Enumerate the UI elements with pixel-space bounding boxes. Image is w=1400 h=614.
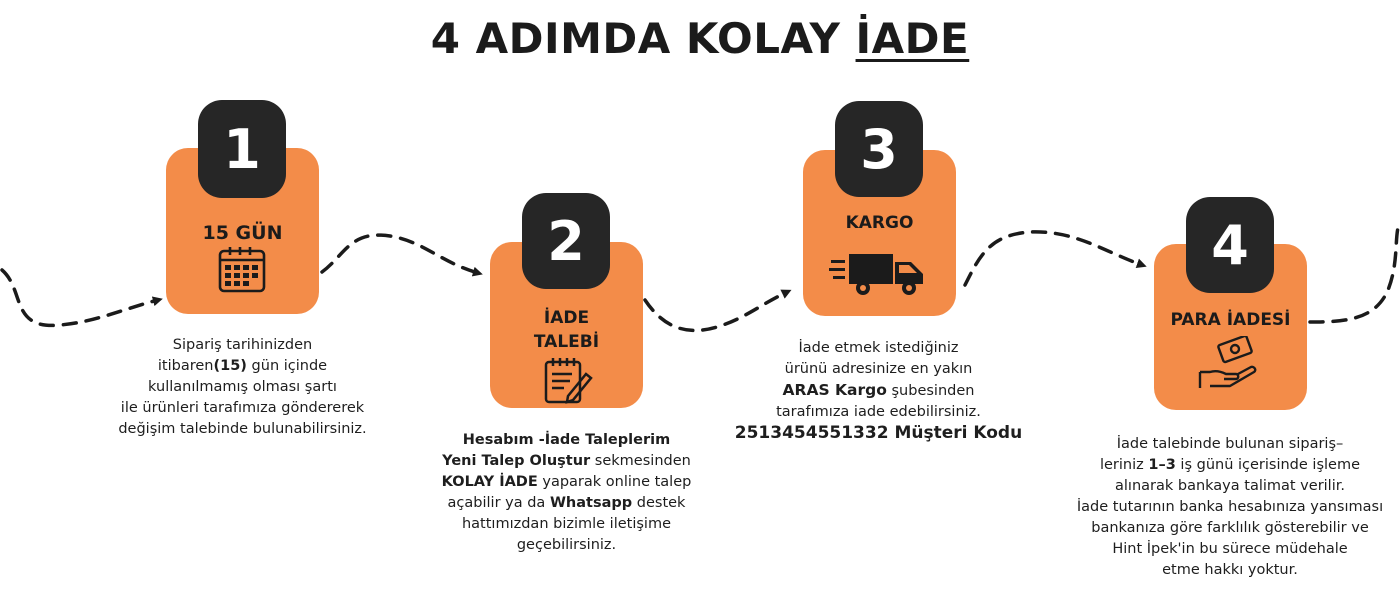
connector-3-4 xyxy=(963,230,1147,287)
money-hand-icon xyxy=(1198,336,1257,388)
step-4-label: PARA İADESİ xyxy=(1170,310,1291,330)
step-3-label: KARGO xyxy=(845,213,914,233)
step-2-number-badge: 2 xyxy=(522,193,610,289)
step-4-number-badge: 4 xyxy=(1186,197,1274,293)
notepad-pencil-icon xyxy=(544,358,593,404)
step-4-description: İade talebinde bulunan sipariş– leriniz … xyxy=(1076,436,1384,578)
step-3-description: İade etmek istediğiniz ürünü adresinize … xyxy=(734,340,1023,443)
step-1-label: 15 GÜN xyxy=(202,222,283,244)
step-2-label-line1: İADE xyxy=(543,308,590,328)
title-underlined-word: İADE xyxy=(855,14,970,63)
step-3-number-badge: 3 xyxy=(835,101,923,197)
delivery-truck-icon xyxy=(829,254,923,295)
calendar-icon xyxy=(218,247,266,293)
step-1-number-badge: 1 xyxy=(198,100,286,198)
page-title: 4 ADIMDA KOLAY İADE xyxy=(430,14,970,63)
connector-2-3 xyxy=(643,289,792,333)
step-1-card: 15 GÜN xyxy=(166,148,319,314)
connector-1-2 xyxy=(320,233,483,277)
connector-right-edge xyxy=(1308,226,1400,324)
step-2-description: Hesabım -İade Taleplerim Yeni Talep Oluş… xyxy=(441,432,692,553)
step-1-description: Sipariş tarihinizden itibaren(15) gün iç… xyxy=(118,337,367,437)
step-2-label-line2: TALEBİ xyxy=(533,332,600,352)
connector-left-edge xyxy=(0,268,163,328)
